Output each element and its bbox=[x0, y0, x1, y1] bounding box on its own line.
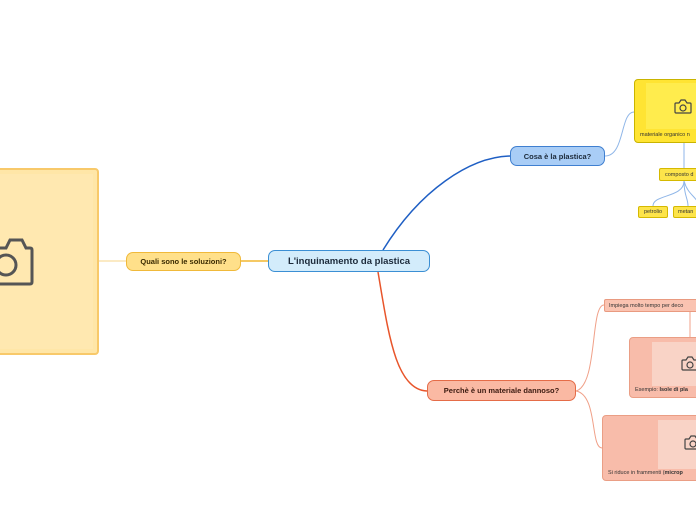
topic-soluzioni[interactable]: Quali sono le soluzioni? bbox=[126, 252, 241, 271]
image-caption: Si riduce in frammenti (microp bbox=[608, 470, 683, 476]
central-topic[interactable]: L'inquinamento da plastica bbox=[268, 250, 430, 272]
chip-composto[interactable]: composto d bbox=[659, 168, 696, 181]
connector-cosa-image bbox=[604, 111, 635, 157]
connector-composto-right1 bbox=[683, 180, 696, 201]
topic-cosa-plastica[interactable]: Cosa è la plastica? bbox=[510, 146, 605, 166]
chip-metano[interactable]: metan bbox=[673, 206, 696, 218]
caption-prefix: Esempio: bbox=[635, 387, 660, 393]
connector-perche-item1 bbox=[575, 304, 605, 392]
chip-petrolio-label: petrolio bbox=[643, 209, 663, 215]
topic-perche-label: Perchè è un materiale dannoso? bbox=[443, 386, 560, 395]
chip-decomposizione-label: Impiega molto tempo per deco bbox=[609, 302, 684, 309]
image-placeholder bbox=[652, 342, 696, 386]
image-caption: Esempio: Isole di pla bbox=[635, 387, 688, 393]
camera-icon bbox=[674, 99, 692, 114]
caption-bold: Isole di pla bbox=[659, 387, 688, 393]
image-node-isole[interactable]: Esempio: Isole di pla bbox=[629, 337, 696, 398]
topic-soluzioni-label: Quali sono le soluzioni? bbox=[140, 257, 227, 266]
image-node-microplastiche[interactable]: Si riduce in frammenti (microp bbox=[602, 415, 696, 481]
image-caption: materiale organico n bbox=[640, 132, 690, 138]
chip-decomposizione[interactable]: Impiega molto tempo per deco bbox=[604, 299, 696, 312]
topic-cosa-label: Cosa è la plastica? bbox=[523, 151, 592, 161]
caption-prefix: Si riduce in frammenti ( bbox=[608, 470, 665, 476]
camera-icon bbox=[0, 406, 24, 458]
connector-central-perche bbox=[377, 271, 428, 392]
topic-perche-dannoso[interactable]: Perchè è un materiale dannoso? bbox=[427, 380, 576, 401]
central-topic-label: L'inquinamento da plastica bbox=[287, 255, 411, 267]
camera-icon bbox=[681, 356, 696, 371]
image-placeholder bbox=[646, 83, 696, 129]
connector-composto-metano bbox=[683, 180, 689, 207]
caption-bold: microp bbox=[664, 470, 683, 476]
connector-perche-image2 bbox=[575, 390, 603, 449]
chip-composto-label: composto d bbox=[665, 171, 694, 178]
chip-metano-label: metan bbox=[678, 209, 694, 215]
connector-composto-petrolio bbox=[652, 180, 685, 207]
connector-central-cosa bbox=[382, 155, 511, 251]
chip-petrolio[interactable]: petrolio bbox=[638, 206, 668, 218]
image-node-materiale[interactable]: materiale organico n bbox=[634, 79, 696, 143]
camera-icon bbox=[0, 238, 34, 286]
camera-icon bbox=[684, 435, 696, 450]
